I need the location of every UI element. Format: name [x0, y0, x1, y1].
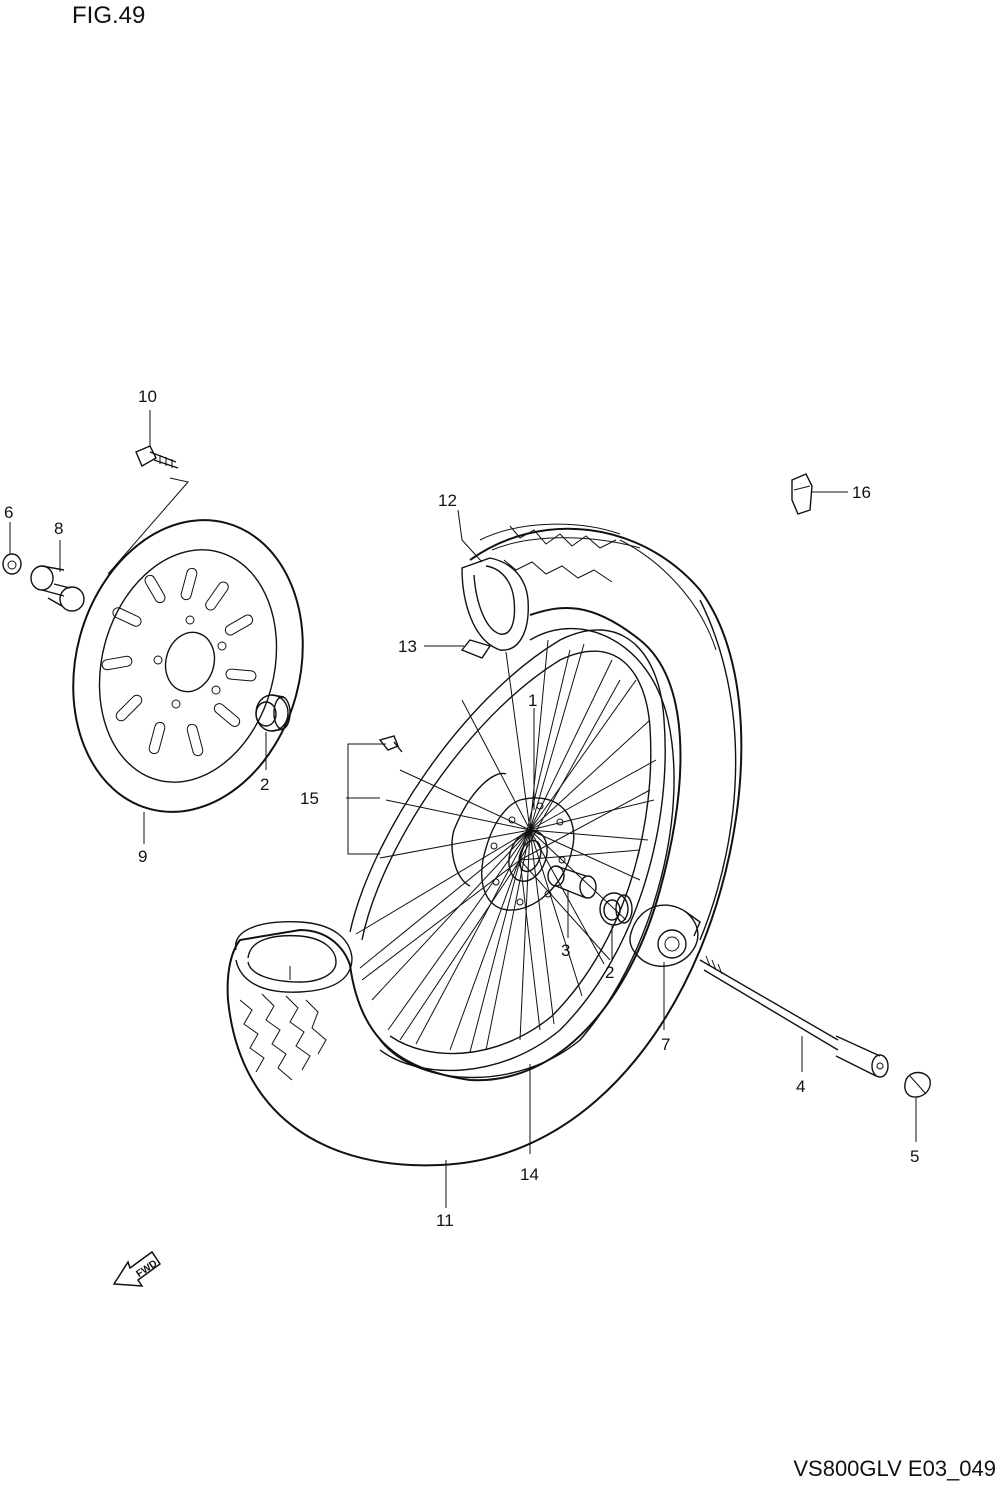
callout-16: 16	[852, 483, 871, 502]
callout-10: 10	[138, 387, 157, 406]
figure-title: FIG.49	[72, 2, 146, 29]
callout-14: 14	[520, 1165, 539, 1184]
bolt-part	[135, 445, 179, 469]
bearing-right-part	[599, 892, 633, 926]
nut-part	[2, 553, 22, 575]
brake-disc-part	[72, 519, 304, 813]
axle-spacer-part	[629, 904, 701, 967]
callout-2b: 2	[605, 963, 614, 982]
callout-8: 8	[54, 519, 63, 538]
valve-cap-part	[791, 473, 813, 515]
callout-7: 7	[661, 1035, 670, 1054]
callout-1: 1	[528, 691, 537, 710]
bearing-left-part	[255, 694, 291, 732]
tire-part	[226, 523, 743, 1167]
callout-12: 12	[438, 491, 457, 510]
callout-4: 4	[796, 1077, 805, 1096]
spacer-part	[30, 565, 85, 612]
hub-part	[451, 772, 575, 911]
callout-labels: 1 2 2 3 4 5 6 7 8 9 10 11 12 13 14 15 16	[4, 387, 919, 1230]
drawing-code: VS800GLV E03_049	[793, 1456, 996, 1481]
valve-part	[378, 735, 403, 753]
callout-5: 5	[910, 1147, 919, 1166]
leader-lines	[9, 410, 917, 1208]
distance-collar-part	[547, 865, 597, 899]
axle-part	[699, 955, 889, 1078]
rim-part	[349, 629, 666, 1072]
callout-3: 3	[561, 941, 570, 960]
callout-6: 6	[4, 503, 13, 522]
callout-15: 15	[300, 789, 319, 808]
callout-11: 11	[436, 1211, 454, 1230]
callout-9: 9	[138, 847, 147, 866]
spoke-set	[355, 639, 657, 1053]
callout-2a: 2	[260, 775, 269, 794]
axle-cap-part	[904, 1071, 931, 1098]
forward-direction-arrow: FWD	[112, 1250, 162, 1287]
callout-13: 13	[398, 637, 417, 656]
